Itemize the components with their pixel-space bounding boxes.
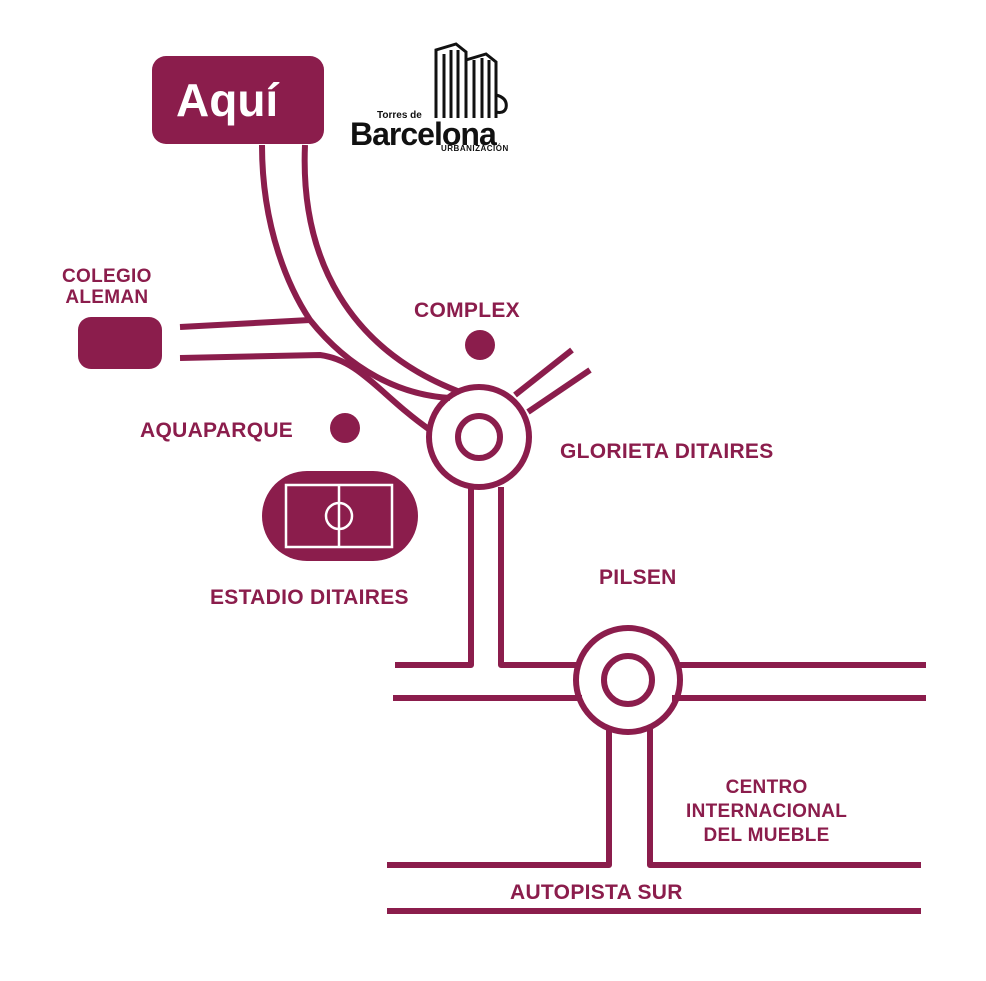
roundabout-glorieta-outer [426, 384, 532, 490]
label-centro-line1: CENTRO [725, 777, 808, 798]
road-aqui-left-edge [259, 144, 451, 401]
towers-logo-icon [434, 42, 508, 118]
brand-logo: Torres de Barcelona URBANIZACIÓN [346, 40, 516, 160]
roundabout-glorieta-inner [455, 413, 503, 461]
colegio-aleman-marker [78, 317, 162, 369]
label-centro-line2: INTERNACIONAL [686, 801, 848, 822]
roundabout-pilsen-outer [573, 625, 683, 735]
road-south-left-edge [395, 487, 474, 668]
aquaparque-marker [330, 413, 360, 443]
label-colegio-aleman: COLEGIO ALEMAN [62, 266, 152, 308]
road-northeast-bottom-edge [526, 367, 592, 415]
label-colegio-line1: COLEGIO [62, 266, 152, 287]
label-estadio-ditaires: ESTADIO DITAIRES [210, 586, 409, 609]
road-northeast-top-edge [513, 347, 574, 398]
here-badge: Aquí [152, 56, 324, 144]
roundabout-pilsen-inner [601, 653, 655, 707]
road-aqui-right-edge [301, 144, 462, 395]
road-pilsen-south-left [387, 730, 612, 868]
label-colegio-line2: ALEMAN [65, 287, 149, 308]
label-complex: COMPLEX [414, 299, 520, 322]
label-glorieta-ditaires: GLORIETA DITAIRES [560, 440, 774, 463]
label-aquaparque: AQUAPARQUE [140, 419, 294, 442]
label-centro-line3: DEL MUEBLE [703, 825, 830, 846]
complex-marker [465, 330, 495, 360]
road-colegio-top-edge [179, 317, 311, 330]
label-centro-internacional: CENTRO INTERNACIONAL DEL MUEBLE [686, 776, 847, 848]
logo-sub-text: URBANIZACIÓN [441, 144, 509, 153]
label-autopista-sur: AUTOPISTA SUR [510, 881, 683, 904]
label-pilsen: PILSEN [599, 566, 677, 589]
logo-main-text: Barcelona [350, 116, 497, 152]
estadio-ditaires-marker [262, 471, 418, 561]
road-pilsen-south-right [647, 728, 921, 868]
road-south-right-edge [498, 487, 580, 668]
here-label: Aquí [176, 74, 279, 126]
logo-top-text: Torres de [377, 110, 422, 121]
road-colegio-bottom-edge [179, 352, 432, 433]
